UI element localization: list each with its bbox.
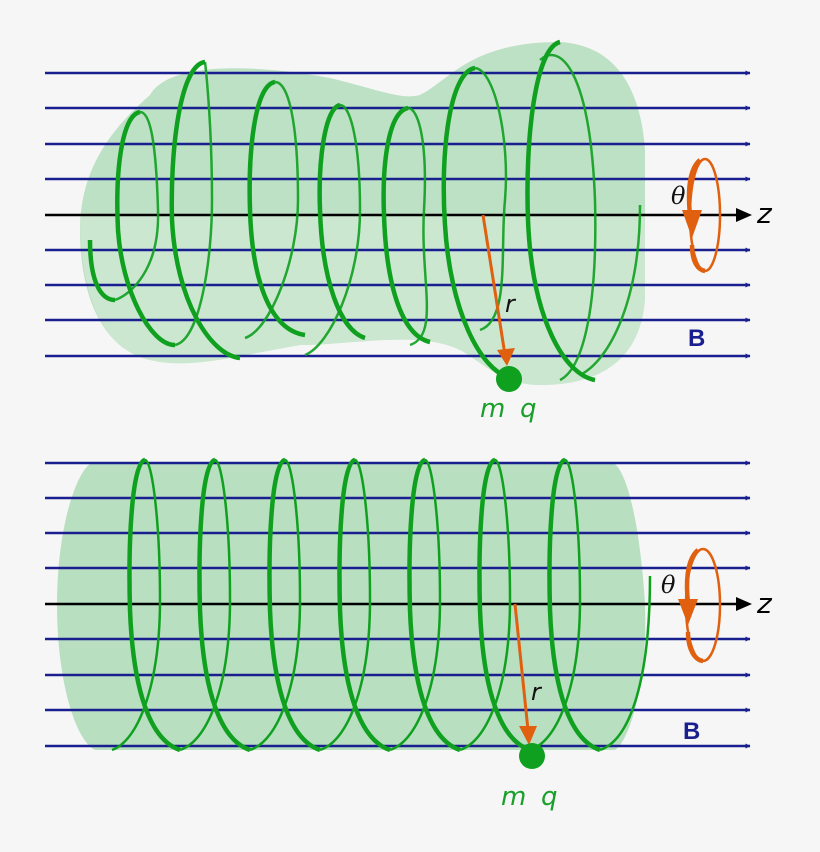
top-b-label: B bbox=[688, 325, 706, 352]
bottom-theta-label: θ bbox=[661, 571, 676, 599]
bottom-b-label: B bbox=[683, 718, 701, 745]
bottom-helix bbox=[111, 457, 652, 753]
top-helix-front bbox=[87, 39, 596, 383]
top-field-lines bbox=[45, 70, 751, 359]
bottom-z-label: z bbox=[757, 587, 772, 620]
bottom-radius-arrow bbox=[513, 603, 530, 731]
top-particle bbox=[496, 366, 522, 392]
top-theta-label: θ bbox=[671, 182, 686, 210]
top-charge-label: q bbox=[520, 394, 537, 424]
top-z-label: z bbox=[757, 197, 772, 230]
top-mass-label: m bbox=[480, 394, 506, 424]
top-theta-rotation-icon bbox=[682, 157, 722, 274]
top-radius-arrow bbox=[481, 214, 507, 356]
bottom-r-label: r bbox=[531, 678, 541, 706]
bottom-theta-rotation-icon bbox=[678, 547, 722, 664]
top-panel bbox=[45, 39, 752, 392]
bottom-charge-label: q bbox=[541, 782, 558, 812]
bottom-particle bbox=[519, 743, 545, 769]
bottom-panel bbox=[45, 457, 752, 769]
top-r-label: r bbox=[505, 290, 515, 318]
bottom-mass-label: m bbox=[501, 782, 527, 812]
